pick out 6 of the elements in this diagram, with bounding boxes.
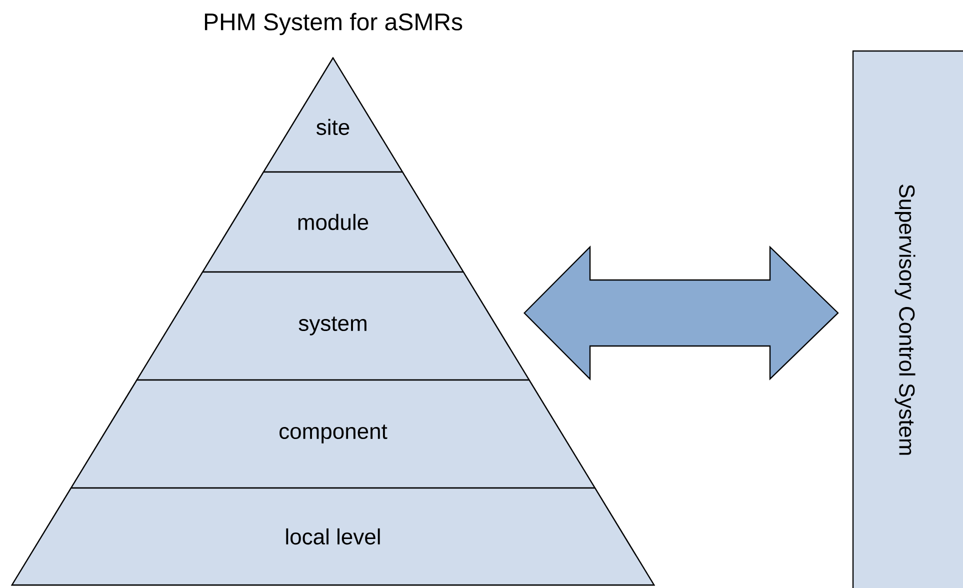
pyramid-layer: module bbox=[202, 171, 464, 273]
node-label: PHM System for aSMRs bbox=[204, 12, 462, 36]
system-box: Supervisory Control System bbox=[852, 50, 963, 588]
pyramid-layer: component bbox=[70, 379, 596, 489]
pyramid-layer: system bbox=[136, 271, 530, 381]
pyramid-layer: local level bbox=[10, 487, 656, 586]
